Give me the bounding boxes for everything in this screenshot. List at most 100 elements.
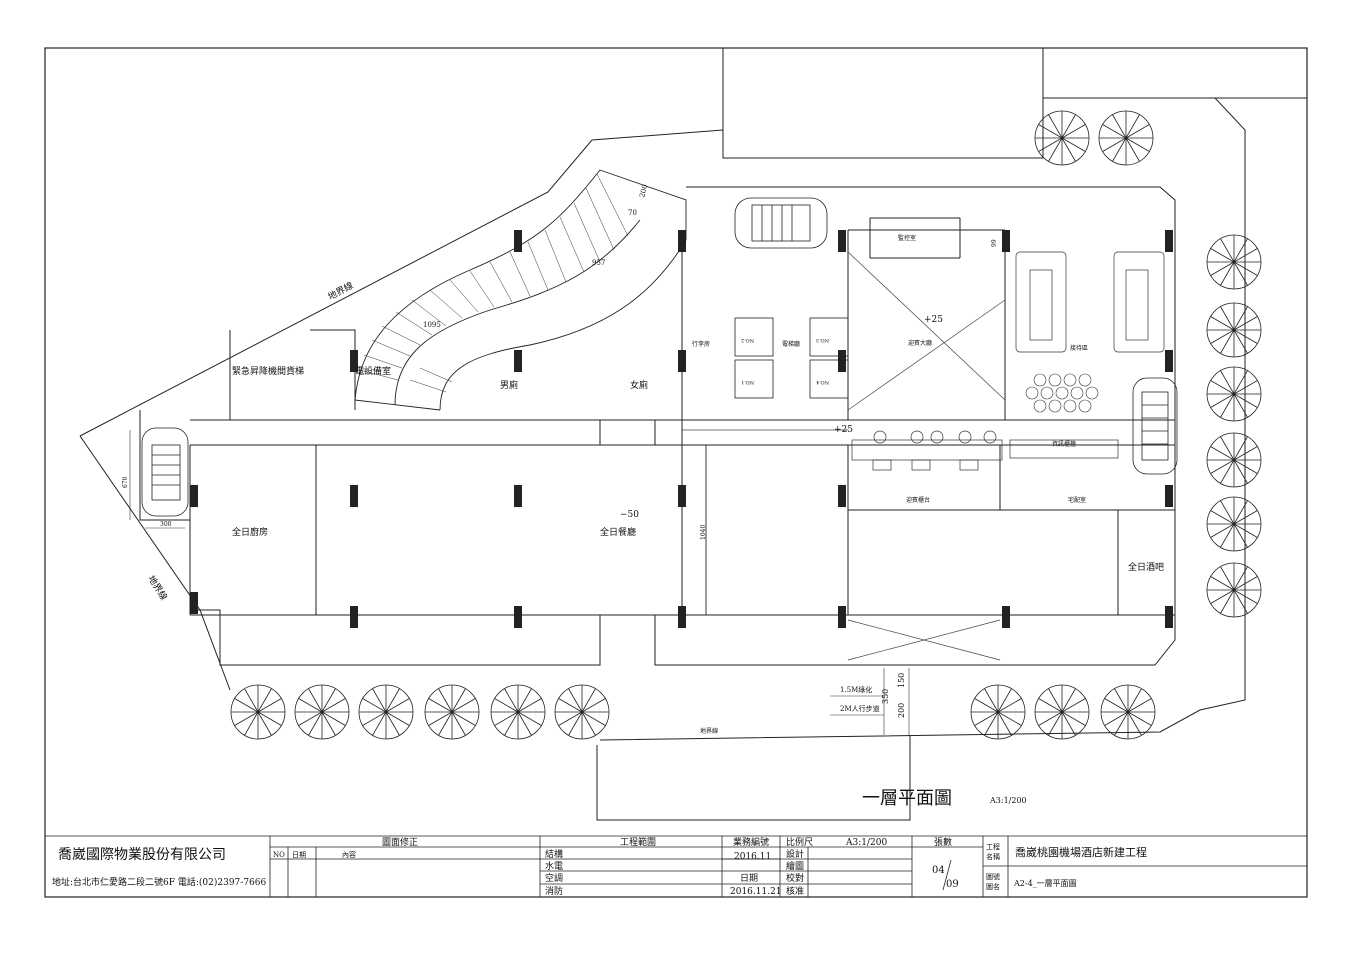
- dim-1095: 1095: [423, 321, 441, 329]
- room-elevator-hall: 電梯廳: [782, 340, 800, 348]
- room-kitchen: 全日廚房: [232, 526, 268, 538]
- date-value: 2016.11.21: [730, 887, 782, 897]
- dim-70: 70: [628, 209, 637, 217]
- role-draw: 繪圖: [786, 860, 804, 872]
- tree-symbol: [1098, 110, 1154, 166]
- stairwells: [141, 197, 1178, 517]
- title-block: [45, 835, 1307, 897]
- sheet-border: [44, 47, 1308, 898]
- level-plus25-a: +25: [924, 315, 943, 325]
- col-content: 內容: [342, 850, 356, 859]
- elevator-label-2: NO.2: [741, 337, 754, 343]
- building-outline: [139, 186, 1176, 666]
- room-luggage: 行李房: [692, 340, 710, 348]
- tree-symbol: [230, 684, 286, 740]
- drawing-label-1: 圖號: [986, 872, 1000, 881]
- elevator-label-4: NO.4: [816, 379, 829, 385]
- biz-no-label: 業務編號: [733, 836, 769, 848]
- boundary-label-bottom: 地界線: [700, 727, 718, 735]
- dimension-lines: [129, 430, 910, 735]
- tree-symbol: [1206, 496, 1262, 552]
- date-label: 日期: [740, 873, 758, 884]
- tree-symbol: [1100, 684, 1156, 740]
- stair-treads: [359, 173, 629, 393]
- company-address: 地址:台北市仁愛路二段二號6F 電話:(02)2397-7666: [52, 876, 266, 888]
- project-label-2: 名稱: [986, 852, 1000, 861]
- site-boundary: [79, 48, 1307, 741]
- tree-symbol: [1206, 366, 1262, 422]
- tree-symbol: [1206, 562, 1262, 618]
- company-name: 喬崴國際物業股份有限公司: [58, 847, 226, 863]
- counter-fixtures: [851, 251, 1165, 471]
- col-date: 日期: [292, 851, 306, 859]
- room-reception: 迎賓櫃台: [906, 496, 930, 504]
- dim-200b: 200: [897, 703, 906, 718]
- room-lobby: 迎賓大廳: [908, 339, 932, 347]
- tree-symbol: [358, 684, 414, 740]
- role-design: 設計: [786, 848, 804, 860]
- dim-350: 350: [881, 689, 890, 704]
- tree-symbol: [1034, 684, 1090, 740]
- scale-value: A3:1/200: [845, 838, 887, 848]
- room-dining: 全日餐廳: [600, 526, 636, 538]
- title-frame: [596, 735, 911, 821]
- tree-symbol: [424, 684, 480, 740]
- room-equipment: 電設備室: [355, 365, 391, 377]
- tree-symbol: [970, 684, 1026, 740]
- sheets-label: 張數: [934, 836, 952, 848]
- tree-symbol: [1206, 302, 1262, 358]
- tree-symbol: [1034, 110, 1090, 166]
- col-no: NO: [273, 851, 285, 859]
- room-delivery: 宅配室: [1068, 496, 1086, 504]
- plan-scale: A3:1/200: [989, 796, 1027, 805]
- elevator-label-1: NO.1: [741, 379, 754, 385]
- dim-99: 99: [991, 239, 998, 247]
- dim-1040: 1040: [700, 525, 707, 540]
- dim-670: 670: [122, 476, 129, 488]
- room-men-wc: 男廁: [500, 379, 518, 391]
- scope-item-4: 消防: [545, 885, 563, 897]
- room-emergency-lift: 緊急昇降機間貨梯: [232, 365, 304, 377]
- project-label-1: 工程: [986, 842, 1000, 851]
- landscape-trees: [230, 110, 1262, 740]
- dim-957: 957: [592, 259, 605, 267]
- role-check: 校對: [786, 872, 804, 884]
- plan-title: 一層平面圖: [862, 788, 952, 809]
- boundary-label-top: 地界線: [326, 279, 355, 302]
- elevator-label-3: NO.3: [816, 337, 829, 343]
- room-women-wc: 女廁: [630, 379, 648, 391]
- revision-header: 圖面修正: [382, 836, 418, 848]
- sidewalk-label-2: 2M人行步道: [840, 704, 880, 713]
- sheet-number: 04: [932, 865, 945, 876]
- sheet-slash: [942, 859, 952, 891]
- sidewalk-label-1: 1.5M綠化: [840, 685, 872, 694]
- biz-no-value: 2016.11: [734, 852, 771, 862]
- structural-columns: [190, 230, 1173, 628]
- room-bar: 全日酒吧: [1128, 561, 1164, 573]
- hexagon-pattern: [1025, 373, 1099, 413]
- tree-symbol: [1206, 432, 1262, 488]
- role-approve: 核准: [786, 885, 804, 897]
- sheet-total: 09: [946, 879, 959, 890]
- tree-symbol: [294, 684, 350, 740]
- curved-staircase: [354, 169, 687, 411]
- tree-symbol: [1206, 234, 1262, 290]
- dim-300: 300: [160, 521, 172, 528]
- elevator-shafts: [734, 317, 849, 399]
- drawing-label-2: 圖名: [986, 882, 1000, 891]
- dim-150: 150: [897, 673, 906, 688]
- drawing-name: A2-4_一層平面圖: [1013, 879, 1077, 888]
- dim-200: 200: [638, 184, 649, 199]
- circulation-lines: [682, 251, 1006, 661]
- scope-item-3: 空調: [545, 872, 563, 884]
- room-lounge: 接待區: [1070, 344, 1088, 352]
- room-security: 監控室: [898, 234, 916, 242]
- scale-label: 比例尺: [786, 836, 813, 848]
- scope-item-2: 水電: [545, 860, 563, 872]
- scope-header: 工程範圍: [620, 836, 656, 848]
- scope-item-1: 結構: [545, 848, 563, 860]
- level-minus50: −50: [620, 510, 639, 520]
- tree-symbol: [490, 684, 546, 740]
- boundary-label-left: 地界線: [145, 573, 169, 602]
